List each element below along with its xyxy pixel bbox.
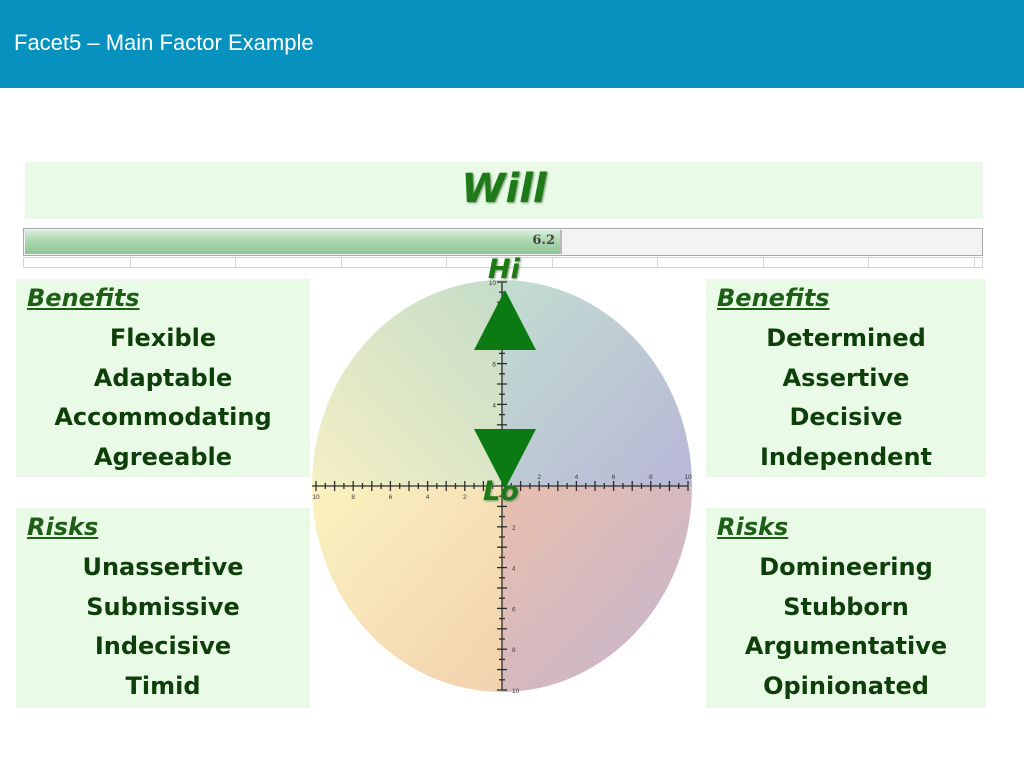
high-risk-item: Opinionated — [763, 671, 929, 700]
high-benefit-item: Determined — [766, 324, 926, 352]
high-risk-item: Stubborn — [783, 592, 909, 621]
slide-title: Facet5 – Main Factor Example — [14, 30, 314, 55]
scale-divider — [130, 258, 131, 267]
high-benefits-panel: Benefits Determined Assertive Decisive I… — [706, 279, 986, 477]
low-benefit-item: Accommodating — [54, 403, 272, 431]
dial-tick-label: 4 — [575, 474, 579, 481]
dial-tick-label: 4 — [492, 402, 496, 409]
scale-divider — [552, 258, 553, 267]
high-benefit-item: Assertive — [782, 363, 910, 392]
high-benefit-item: Independent — [759, 442, 933, 471]
low-risk-item: Submissive — [86, 592, 240, 621]
dial-quadrant-bottom-left — [312, 486, 502, 692]
scale-divider — [657, 258, 658, 267]
dial-tick-label: 10 — [312, 494, 320, 501]
dial-tick-label: 2 — [463, 494, 467, 501]
high-risk-item: Argumentative — [744, 632, 948, 660]
dial-tick-label: 8 — [649, 474, 653, 481]
header-bar: Facet5 – Main Factor Example — [0, 0, 1024, 88]
high-risks-heading: Risks — [717, 513, 789, 541]
factor-title-band: Will — [25, 162, 983, 219]
low-benefit-item: Flexible — [109, 324, 217, 352]
high-benefit-item: Decisive — [789, 403, 903, 431]
scale-divider — [974, 258, 975, 267]
low-benefit-item: Adaptable — [93, 363, 233, 392]
dial-quadrant-bottom-right — [502, 486, 692, 692]
arrow-up-icon — [474, 290, 536, 350]
arrow-down-icon — [474, 429, 536, 489]
hi-label: Hi — [488, 254, 520, 285]
factor-dial: 10 8 6 4 2 2 4 6 8 10 10 6 4 2 4 6 8 10 — [312, 280, 692, 695]
dial-tick-label: 10 — [684, 474, 692, 481]
high-benefits-heading: Benefits — [717, 284, 830, 312]
dial-tick-label: 2 — [512, 525, 516, 532]
score-bar-fill — [25, 230, 562, 254]
score-scale-row — [23, 257, 983, 268]
score-value: 6.2 — [532, 233, 555, 248]
dial-tick-label: 6 — [612, 474, 616, 481]
dial-tick-label: 6 — [512, 606, 516, 613]
scale-divider — [341, 258, 342, 267]
low-benefits-heading: Benefits — [27, 284, 140, 312]
low-risk-item: Unassertive — [82, 553, 244, 581]
lo-label: Lo — [483, 476, 519, 507]
high-risks-panel: Risks Domineering Stubborn Argumentative… — [706, 508, 986, 708]
scale-divider — [868, 258, 869, 267]
low-benefits-panel: Benefits Flexible Adaptable Accommodatin… — [16, 279, 310, 477]
low-risk-item: Timid — [125, 671, 201, 700]
dial-tick-label: 10 — [512, 688, 520, 695]
scale-divider — [235, 258, 236, 267]
dial-tick-label: 8 — [512, 647, 516, 654]
low-risk-item: Indecisive — [94, 632, 232, 660]
scale-divider — [763, 258, 764, 267]
dial-tick-label: 4 — [512, 566, 516, 573]
dial-tick-label: 8 — [351, 494, 355, 501]
low-risks-panel: Risks Unassertive Submissive Indecisive … — [16, 508, 310, 708]
dial-tick-label: 4 — [426, 494, 430, 501]
low-benefit-item: Agreeable — [93, 442, 233, 471]
dial-tick-label: 6 — [389, 494, 393, 501]
dial-tick-label: 6 — [492, 362, 496, 369]
high-risk-item: Domineering — [759, 553, 933, 581]
low-risks-heading: Risks — [27, 513, 99, 541]
scale-divider — [446, 258, 447, 267]
dial-tick-label: 10 — [489, 280, 497, 287]
score-bar: 6.2 — [23, 228, 983, 256]
factor-title: Will — [461, 166, 547, 212]
dial-tick-label: 2 — [537, 474, 541, 481]
